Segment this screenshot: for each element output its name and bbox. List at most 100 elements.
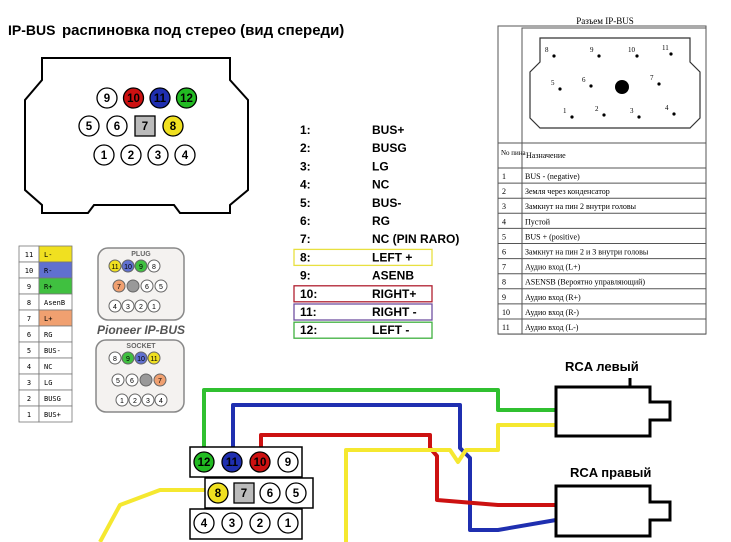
- legend-num: 5: [27, 347, 31, 355]
- pin-list-number: 12:: [300, 323, 317, 337]
- ru-connector-pin: 11: [662, 44, 673, 56]
- bottom-pin-11: 11: [221, 451, 243, 473]
- pioneer-pin: 8: [147, 259, 161, 273]
- pioneer-pin-number: 6: [130, 378, 134, 385]
- plug-label: PLUG: [131, 251, 151, 258]
- ru-row-desc: Аудио вход (L-): [525, 323, 579, 332]
- ru-pin-number: 2: [595, 105, 599, 113]
- bottom-pin-10: 10: [249, 451, 271, 473]
- pin-list-name: LG: [372, 159, 389, 173]
- ru-row-num: 5: [502, 232, 506, 241]
- main-pin-8: 8: [162, 115, 184, 137]
- pin-number: 1: [285, 518, 292, 530]
- pin-list-number: 9:: [300, 269, 311, 283]
- ru-row-desc: Пустой: [525, 217, 551, 226]
- ru-row-desc: Аудио вход (R-): [525, 308, 579, 317]
- pin-list-row: 5:BUS-: [300, 196, 401, 210]
- pin-list-row: 11:RIGHT -: [293, 303, 433, 321]
- ru-pin-number: 4: [665, 104, 669, 112]
- pin-number: 8: [170, 121, 177, 133]
- legend-num: 6: [27, 331, 31, 339]
- main-pin-12: 12: [175, 87, 198, 109]
- header-title: распиновка под стерео (вид спереди): [62, 22, 344, 39]
- main-pin-9: 9: [96, 87, 118, 109]
- ru-connector-pin: 9: [590, 46, 601, 58]
- legend-label: L-: [44, 251, 52, 259]
- main-pin-11: 11: [149, 87, 171, 109]
- pin-list-row: 12: LEFT -: [293, 321, 433, 339]
- ru-row-num: 10: [502, 308, 510, 317]
- pin-number: 1: [101, 150, 108, 162]
- ru-row-num: 6: [502, 248, 506, 257]
- legend-num: 1: [27, 411, 31, 419]
- pin-number: 7: [241, 488, 247, 500]
- pin-list-row: 4: NC: [300, 178, 390, 192]
- ru-connector-pin: 2: [595, 105, 606, 117]
- pioneer-pin: 6: [140, 279, 154, 293]
- pin-number: 3: [229, 518, 235, 530]
- bottom-pin-7: 7: [233, 482, 255, 504]
- ru-connector-pin: 6: [582, 76, 593, 88]
- pioneer-pin: 1: [147, 299, 161, 313]
- pioneer-pin-number: 10: [124, 264, 132, 271]
- pioneer-pin: 2: [128, 393, 142, 407]
- main-pin-6: 6: [106, 115, 128, 137]
- ru-row-desc: Замкнут на пин 2 внутри головы: [525, 202, 637, 211]
- ru-connector-pin: 5: [551, 79, 562, 91]
- pioneer-pin-number: 11: [111, 264, 118, 271]
- ru-row-desc: Земля через конденсатор: [525, 187, 610, 196]
- pin-list-number: 4:: [300, 178, 311, 192]
- legend-label: LG: [44, 379, 52, 387]
- pioneer-pin-number: 5: [116, 378, 120, 385]
- ru-row-num: 4: [502, 217, 506, 226]
- legend-label: RG: [44, 331, 52, 339]
- pioneer-pin: 9: [134, 259, 148, 273]
- legend-label: R+: [44, 283, 52, 291]
- pin-list-row: 3: LG: [300, 159, 389, 173]
- main-pin-7: 7: [134, 115, 156, 137]
- wire-yellow-low: [98, 488, 212, 542]
- pioneer-pin-number: 7: [158, 378, 162, 385]
- pin-number: 12: [180, 93, 193, 105]
- legend-label: NC: [44, 363, 52, 371]
- legend-label: R-: [44, 267, 52, 275]
- rca-right: RCA правый: [554, 465, 672, 538]
- rca-left-label: RCA левый: [565, 359, 639, 374]
- pin-list-name: LEFT -: [372, 323, 409, 337]
- legend-num: 4: [27, 363, 31, 371]
- pin-list-row: 10:RIGHT+: [293, 285, 433, 303]
- wire-yellow: [344, 423, 556, 542]
- pin-list-number: 3:: [300, 159, 311, 173]
- ru-pin-number: 7: [650, 74, 654, 82]
- pin-number: 12: [198, 457, 211, 469]
- pin-number: 6: [267, 488, 273, 500]
- pin-list-number: 5:: [300, 196, 311, 210]
- pioneer-pin-number: 8: [113, 356, 117, 363]
- pioneer-pin: 11: [147, 351, 161, 365]
- pin-list-number: 8:: [300, 250, 311, 264]
- pin-number: 7: [142, 121, 148, 133]
- ru-table-title: Разъем IP-BUS: [576, 16, 634, 26]
- pioneer-pin: 2: [134, 299, 148, 313]
- ru-table-row: 10 Аудио вход (R-): [498, 308, 706, 320]
- ru-connector-pin: 8: [545, 46, 556, 58]
- legend-num: 8: [27, 299, 31, 307]
- ru-connector-pin: 7: [650, 74, 661, 86]
- pioneer-pin-number: 6: [145, 284, 149, 291]
- pin-list-name: NC: [372, 178, 390, 192]
